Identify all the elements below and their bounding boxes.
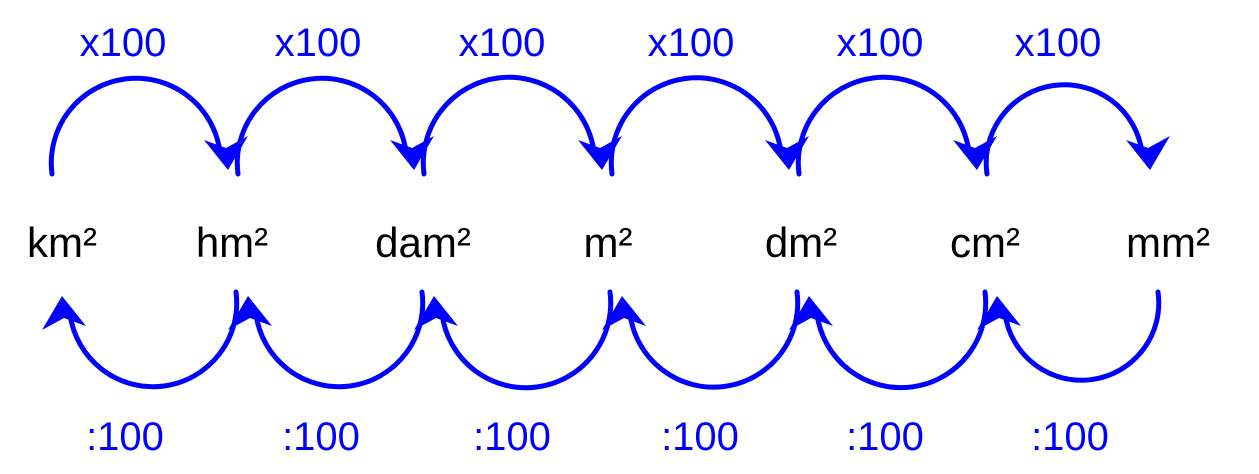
divide-factor-label: :100 <box>661 415 739 459</box>
divide-labels: :100 :100 :100 :100 :100 :100 <box>86 415 1109 459</box>
multiply-factor-label: x100 <box>459 21 546 65</box>
divide-arrow <box>602 289 801 390</box>
arrowhead-up-icon <box>414 296 458 330</box>
unit-labels: km² hm² dam² m² dm² cm² mm² <box>27 219 1210 266</box>
multiply-factor-label: x100 <box>275 21 362 65</box>
divide-arrow <box>789 289 989 391</box>
arrowhead-up-icon <box>42 296 86 330</box>
multiply-factor-label: x100 <box>1015 21 1102 65</box>
divide-factor-label: :100 <box>846 415 924 459</box>
divide-arrow-arc <box>1002 289 1162 383</box>
divide-arrow-arc <box>627 289 801 390</box>
divide-arrow <box>414 289 614 391</box>
divide-arrow <box>42 289 240 390</box>
multiply-arrow <box>234 75 434 177</box>
multiply-arrow-arc <box>234 75 409 177</box>
divide-factor-label: :100 <box>473 415 551 459</box>
unit-label: hm² <box>196 219 268 266</box>
multiply-arrow-arc <box>48 75 223 177</box>
divide-arrow-arc <box>67 289 240 390</box>
multiply-arrow-arc <box>795 74 972 177</box>
multiply-factor-label: x100 <box>648 21 735 65</box>
unit-label: dam² <box>375 219 471 266</box>
arrowhead-up-icon <box>977 296 1021 330</box>
arrowhead-down-icon <box>1126 136 1170 170</box>
divide-arrow <box>977 289 1162 383</box>
multiply-arrows <box>48 74 1170 177</box>
multiply-arrow-arc <box>420 74 597 177</box>
divide-factor-label: :100 <box>1031 415 1109 459</box>
multiply-arrow <box>608 75 809 177</box>
divide-factor-label: :100 <box>282 415 360 459</box>
unit-label: cm² <box>950 219 1020 266</box>
unit-label: mm² <box>1126 219 1210 266</box>
unit-label: km² <box>27 219 97 266</box>
divide-arrow-arc <box>253 289 426 390</box>
multiply-arrow <box>983 82 1170 177</box>
multiply-arrow-arc <box>983 82 1145 177</box>
arrowhead-up-icon <box>228 296 272 330</box>
multiply-factor-label: x100 <box>837 21 924 65</box>
multiply-arrow <box>420 74 622 177</box>
divide-arrow-arc <box>439 289 614 391</box>
divide-factor-label: :100 <box>86 415 164 459</box>
multiply-arrow-arc <box>608 75 784 177</box>
arrowhead-up-icon <box>789 296 833 330</box>
divide-arrows <box>42 289 1162 391</box>
divide-arrow <box>228 289 426 390</box>
unit-label: m² <box>584 219 633 266</box>
multiply-arrow <box>48 75 248 177</box>
arrowhead-up-icon <box>602 296 646 330</box>
multiply-factor-label: x100 <box>80 21 167 65</box>
multiply-arrow <box>795 74 997 177</box>
divide-arrow-arc <box>814 289 989 391</box>
unit-label: dm² <box>765 219 837 266</box>
multiply-labels: x100 x100 x100 x100 x100 x100 <box>80 21 1102 65</box>
